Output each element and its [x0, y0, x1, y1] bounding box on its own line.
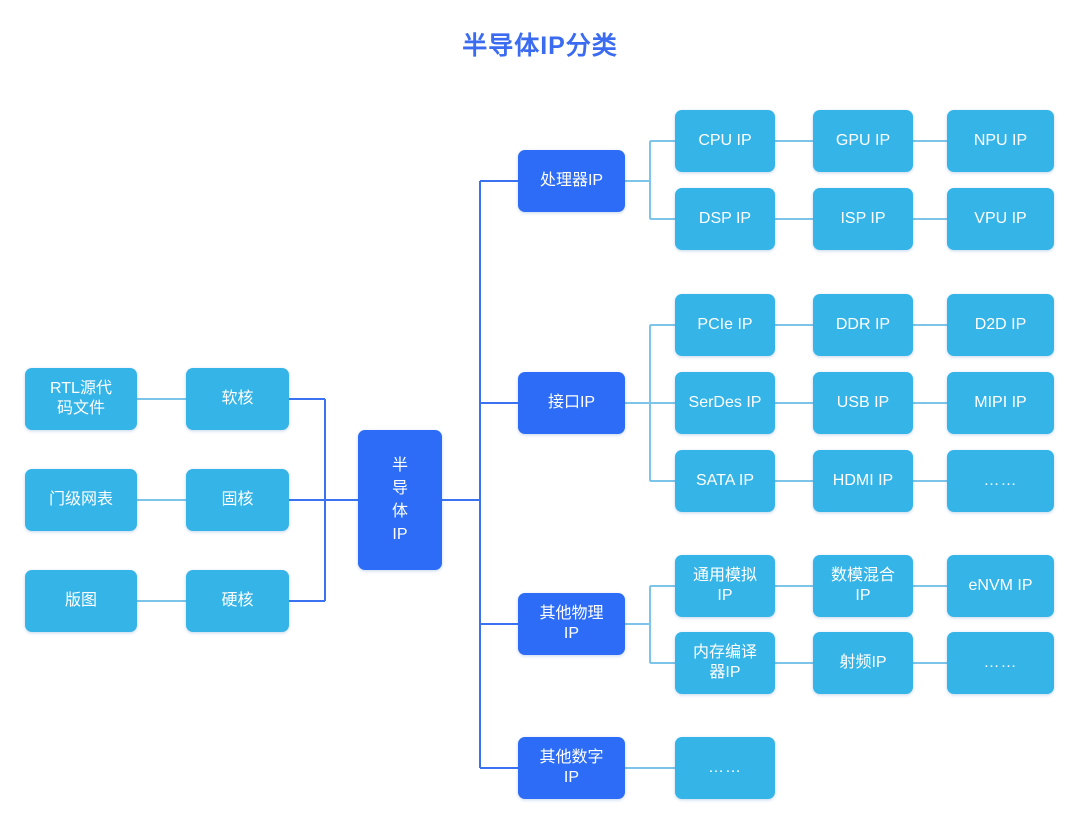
leaf-node-isp-ip[interactable]: ISP IP	[813, 188, 913, 250]
root-node-semiconductor-ip[interactable]: 半 导 体 IP	[358, 430, 442, 570]
leaf-node-envm-ip[interactable]: eNVM IP	[947, 555, 1054, 617]
leaf-node-mipi-ip[interactable]: MIPI IP	[947, 372, 1054, 434]
source-node-layout[interactable]: 版图	[25, 570, 137, 632]
core-node-soft[interactable]: 软核	[186, 368, 289, 430]
leaf-node-ddr-ip[interactable]: DDR IP	[813, 294, 913, 356]
leaf-node-usb-ip[interactable]: USB IP	[813, 372, 913, 434]
category-node-processor-ip[interactable]: 处理器IP	[518, 150, 625, 212]
leaf-node-digital-more[interactable]: ……	[675, 737, 775, 799]
leaf-node-sata-ip[interactable]: SATA IP	[675, 450, 775, 512]
core-node-firm[interactable]: 固核	[186, 469, 289, 531]
page-title: 半导体IP分类	[462, 32, 618, 60]
leaf-node-physical-more[interactable]: ……	[947, 632, 1054, 694]
leaf-node-memory-compiler-ip[interactable]: 内存编译 器IP	[675, 632, 775, 694]
leaf-node-vpu-ip[interactable]: VPU IP	[947, 188, 1054, 250]
category-node-other-digital-ip[interactable]: 其他数字 IP	[518, 737, 625, 799]
core-node-hard[interactable]: 硬核	[186, 570, 289, 632]
category-node-other-physical-ip[interactable]: 其他物理 IP	[518, 593, 625, 655]
leaf-node-mixed-signal-ip[interactable]: 数模混合 IP	[813, 555, 913, 617]
leaf-node-cpu-ip[interactable]: CPU IP	[675, 110, 775, 172]
source-node-netlist[interactable]: 门级网表	[25, 469, 137, 531]
leaf-node-gpu-ip[interactable]: GPU IP	[813, 110, 913, 172]
source-node-rtl[interactable]: RTL源代 码文件	[25, 368, 137, 430]
leaf-node-dsp-ip[interactable]: DSP IP	[675, 188, 775, 250]
leaf-node-d2d-ip[interactable]: D2D IP	[947, 294, 1054, 356]
leaf-node-interface-more[interactable]: ……	[947, 450, 1054, 512]
leaf-node-npu-ip[interactable]: NPU IP	[947, 110, 1054, 172]
leaf-node-pcie-ip[interactable]: PCIe IP	[675, 294, 775, 356]
leaf-node-serdes-ip[interactable]: SerDes IP	[675, 372, 775, 434]
leaf-node-general-analog-ip[interactable]: 通用模拟 IP	[675, 555, 775, 617]
category-node-interface-ip[interactable]: 接口IP	[518, 372, 625, 434]
leaf-node-hdmi-ip[interactable]: HDMI IP	[813, 450, 913, 512]
leaf-node-rf-ip[interactable]: 射频IP	[813, 632, 913, 694]
